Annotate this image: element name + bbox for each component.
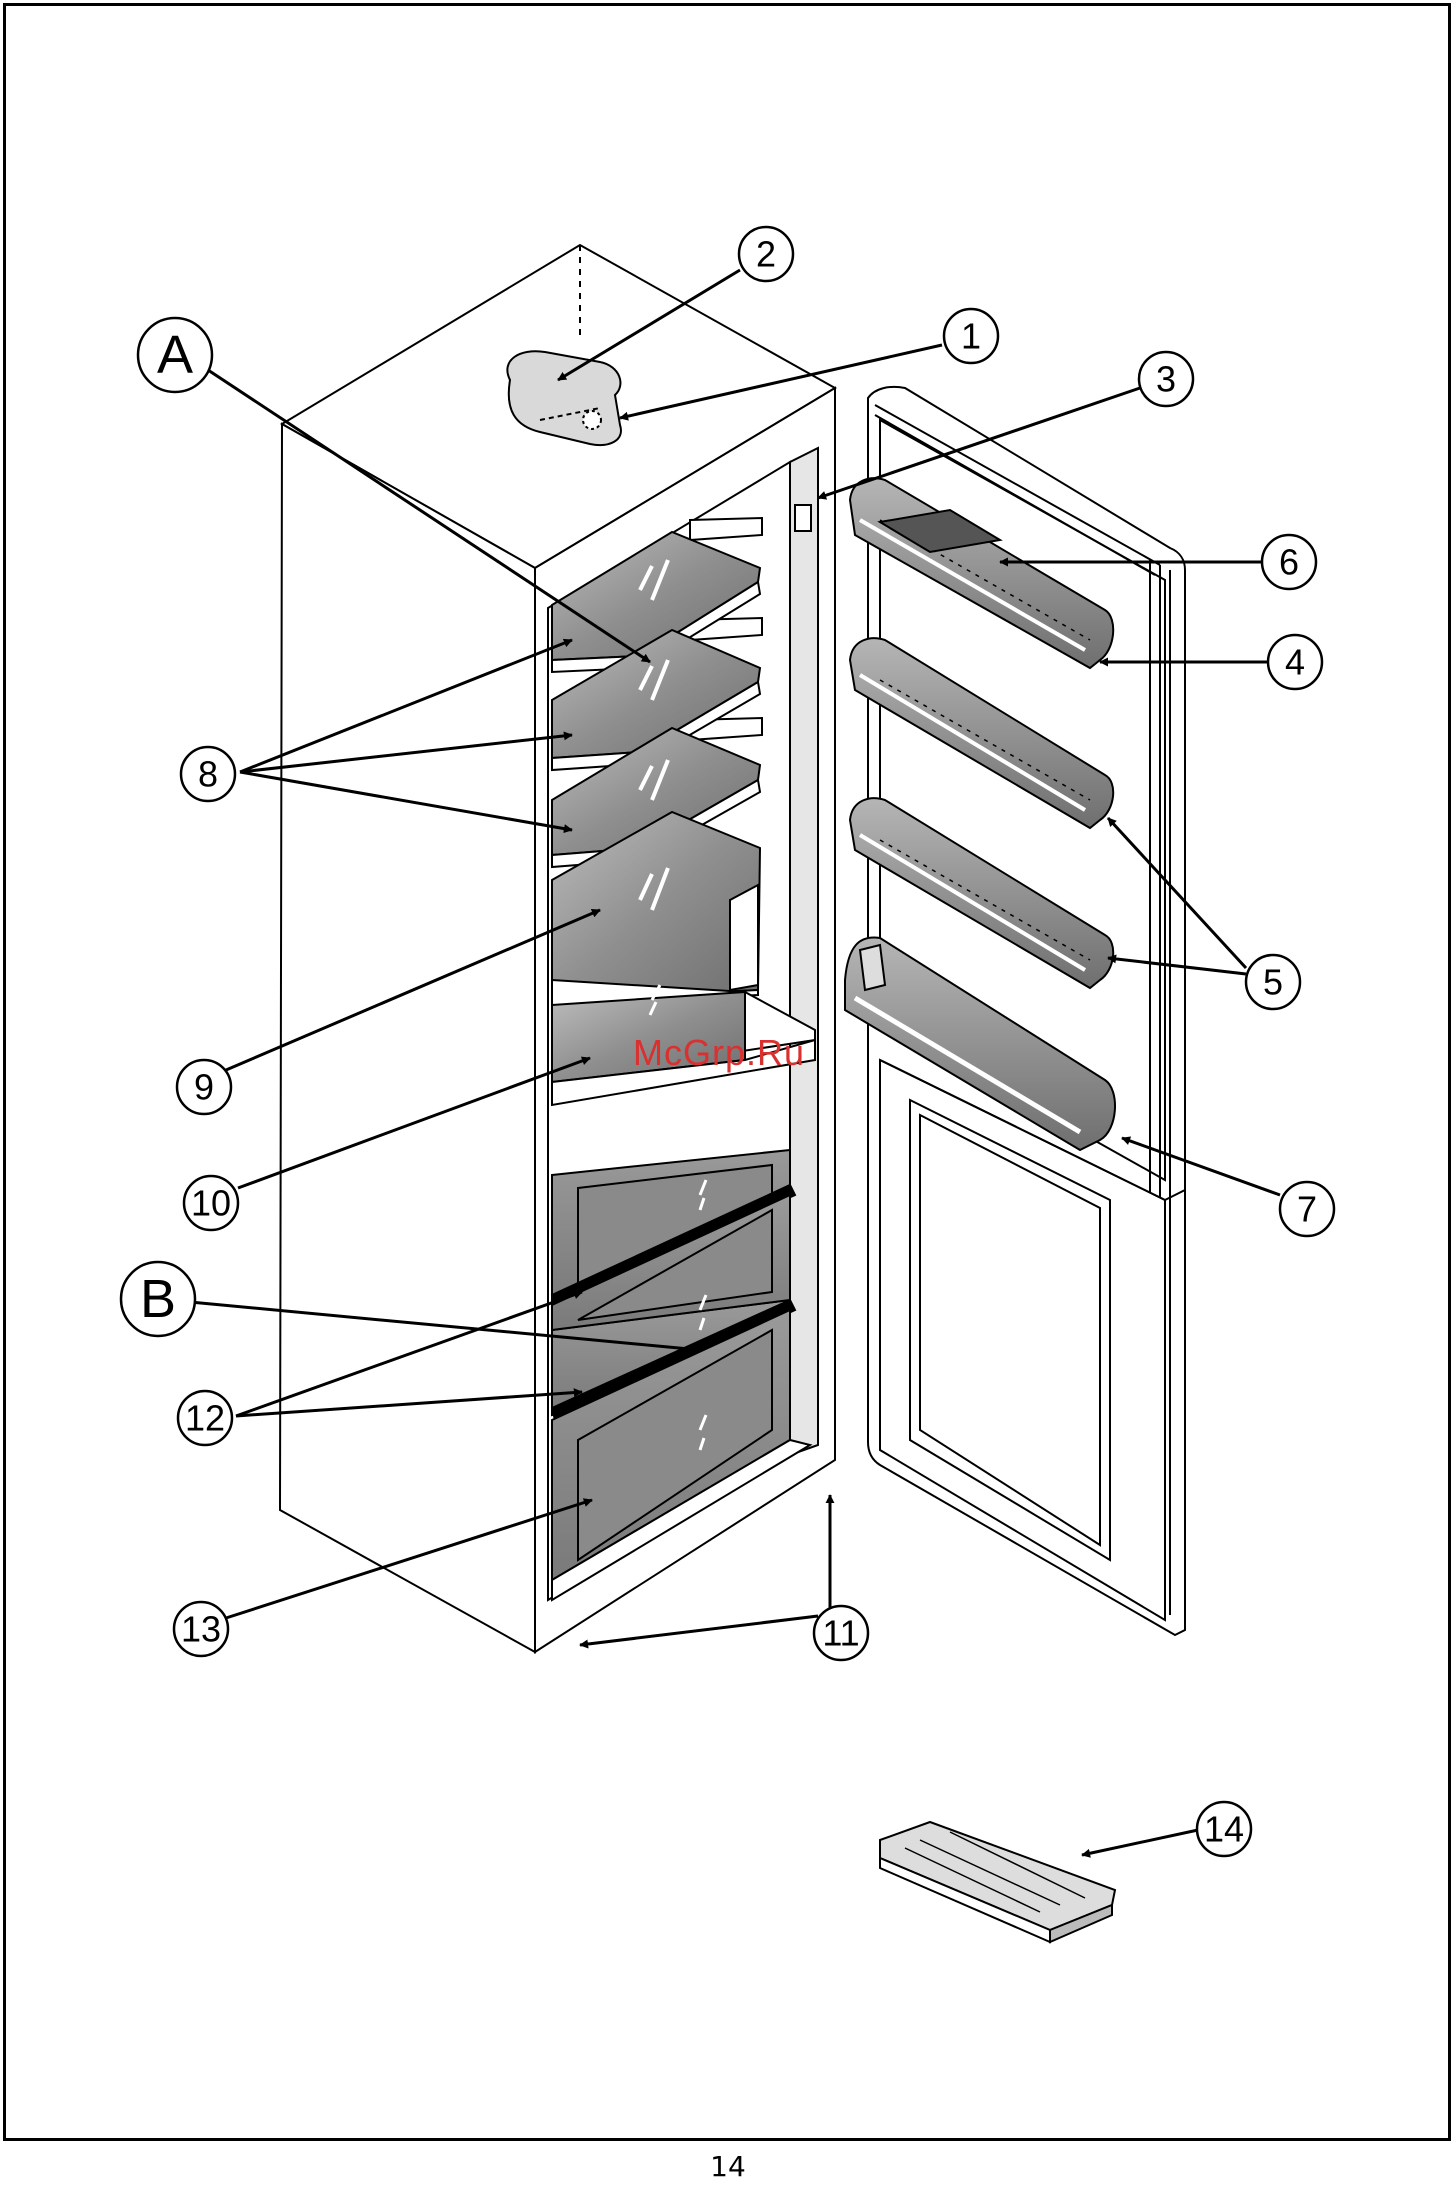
svg-text:11: 11 <box>822 1613 859 1654</box>
callout-4: 4 <box>1268 635 1322 689</box>
callout-2: 2 <box>739 227 793 281</box>
callout-5: 5 <box>1246 955 1300 1009</box>
svg-text:14: 14 <box>1204 1809 1244 1850</box>
ice-tray <box>880 1822 1115 1942</box>
watermark-text: McGrp.Ru <box>633 1032 805 1074</box>
svg-text:8: 8 <box>198 754 218 795</box>
callout-8: 8 <box>181 747 235 801</box>
svg-text:9: 9 <box>194 1067 214 1108</box>
page-number: 14 <box>0 2150 1456 2183</box>
callout-14: 14 <box>1197 1802 1251 1856</box>
svg-text:2: 2 <box>756 234 776 275</box>
callout-12: 12 <box>178 1391 232 1445</box>
svg-text:A: A <box>157 325 193 385</box>
svg-text:10: 10 <box>191 1183 231 1224</box>
cabinet-left-side <box>280 424 535 1652</box>
svg-text:12: 12 <box>185 1398 225 1439</box>
callout-11: 11 <box>814 1606 868 1660</box>
callout-B: B <box>121 1262 195 1336</box>
svg-text:1: 1 <box>961 316 981 357</box>
svg-text:7: 7 <box>1297 1189 1317 1230</box>
svg-text:4: 4 <box>1285 642 1305 683</box>
svg-text:5: 5 <box>1263 962 1283 1003</box>
svg-text:B: B <box>140 1269 176 1329</box>
callout-3: 3 <box>1139 352 1193 406</box>
callout-6: 6 <box>1262 535 1316 589</box>
callout-A: A <box>138 318 212 392</box>
callout-13: 13 <box>174 1602 228 1656</box>
callout-7: 7 <box>1280 1182 1334 1236</box>
callout-9: 9 <box>177 1060 231 1114</box>
svg-text:3: 3 <box>1156 359 1176 400</box>
callout-1: 1 <box>944 309 998 363</box>
callout-10: 10 <box>184 1176 238 1230</box>
svg-text:6: 6 <box>1279 542 1299 583</box>
svg-text:13: 13 <box>181 1609 221 1650</box>
